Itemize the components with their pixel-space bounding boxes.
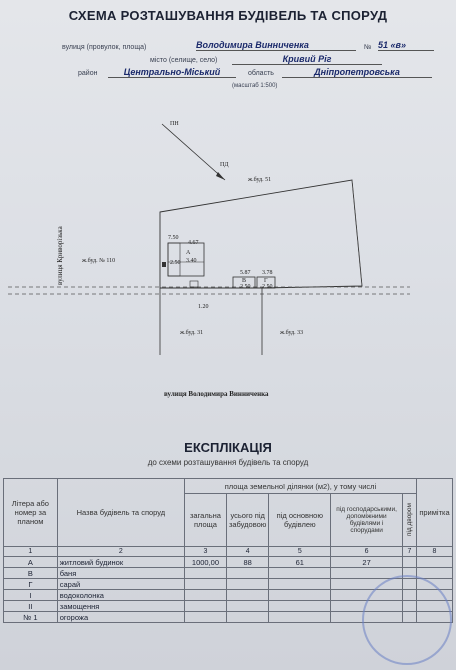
compass-line — [161, 123, 226, 181]
city-label: місто (селище, село) — [150, 57, 218, 64]
dim-label-3: 2.50 — [170, 260, 181, 266]
dim-label-1: 7.50 — [168, 235, 179, 241]
document-title: СХЕМА РОЗТАШУВАННЯ БУДІВЕЛЬ ТА СПОРУД — [68, 8, 388, 23]
row-letter: № 1 — [3, 611, 58, 623]
paving-marker — [189, 280, 199, 288]
building-b — [232, 276, 256, 289]
region-value: Дніпропетровська — [282, 67, 432, 78]
col-number: 3 — [184, 546, 227, 557]
neighbor-top-label: ж.буд. 51 — [248, 177, 272, 183]
row-letter: В — [3, 567, 58, 579]
building-a-dim: 3.40 — [186, 258, 197, 264]
row-main: 61 — [268, 556, 332, 568]
table-row: А житловий будинок 1000,00 88 61 27 — [3, 556, 454, 568]
building-b-letter: В — [242, 278, 247, 284]
table-row: В баня — [3, 567, 454, 579]
plot-boundary — [159, 179, 363, 289]
col-name-header: Назва будівель та споруд — [56, 478, 186, 547]
col-number: 2 — [56, 546, 186, 557]
dim-label-6: 1.20 — [198, 304, 209, 310]
building-g — [256, 276, 276, 289]
neighbor-bottom-right-label: ж.буд. 33 — [280, 330, 304, 336]
number-label: № — [364, 44, 372, 51]
row-letter: А — [3, 556, 58, 568]
col-note-header: примітка — [415, 478, 454, 547]
row-built: 88 — [225, 556, 270, 568]
site-plan — [8, 123, 410, 355]
row-letter: II — [3, 600, 58, 612]
district-label: район — [78, 70, 98, 77]
col-built-header: усього під забудовою — [225, 493, 270, 547]
building-g-letter: Г — [264, 278, 268, 284]
col-main-header: під основною будівлею — [268, 493, 332, 547]
street-value: Володимира Винниченка — [196, 40, 356, 51]
row-name: водоколонка — [56, 589, 186, 601]
row-name: баня — [56, 567, 186, 579]
north-label: ПН — [170, 121, 179, 127]
compass-arrow-icon — [216, 172, 225, 180]
col-letter-header: Літера або номер за планом — [3, 478, 58, 547]
side-street-label: вулиця Криворізька — [56, 226, 64, 285]
col-number: 6 — [330, 546, 404, 557]
district-value: Центрально-Міський — [108, 67, 236, 78]
building-b-dim: 2.50 — [240, 284, 251, 290]
row-name: житловий будинок — [56, 556, 186, 568]
row-total: 1000,00 — [184, 556, 227, 568]
row-letter: I — [3, 589, 58, 601]
building-g-dim: 2.50 — [262, 284, 273, 290]
col-aux-header: під господарськими, допоміжними будівлям… — [330, 493, 404, 547]
col-yard-header: під двором — [405, 503, 413, 537]
col-number: 5 — [268, 546, 332, 557]
region-label: область — [248, 70, 274, 77]
water-column-marker — [162, 262, 166, 267]
explication-title: ЕКСПЛІКАЦІЯ — [184, 440, 272, 455]
row-name: сарай — [56, 578, 186, 590]
col-number: 7 — [402, 546, 417, 557]
scale-label: (масштаб 1:500) — [232, 83, 278, 89]
number-value: 51 «в» — [378, 40, 434, 51]
city-value: Кривий Ріг — [232, 54, 382, 65]
street-label: вулиця (провулок, площа) — [62, 44, 147, 51]
dim-label-5: 3.78 — [262, 270, 273, 276]
official-stamp — [362, 575, 452, 665]
neighbor-left-label: ж.буд. № 110 — [82, 258, 116, 264]
south-label: ПД — [220, 162, 229, 168]
dim-label-4: 5.87 — [240, 270, 251, 276]
col-area-group-header: площа земельної ділянки (м2), у тому чис… — [184, 478, 417, 494]
building-a-letter: А — [186, 250, 191, 256]
explication-subtitle: до схеми розташування будівель та споруд — [147, 458, 309, 467]
col-number: 1 — [3, 546, 58, 557]
col-total-header: загальна площа — [184, 493, 227, 547]
bottom-street-label: вулиця Володимира Винниченка — [164, 390, 269, 398]
row-aux: 27 — [330, 556, 404, 568]
col-number: 4 — [225, 546, 270, 557]
dim-label-2: 4.67 — [188, 240, 199, 246]
row-name: замощення — [56, 600, 186, 612]
building-a-annex — [167, 242, 181, 277]
row-name: огорожа — [56, 611, 186, 623]
col-number: 8 — [415, 546, 454, 557]
row-letter: Г — [3, 578, 58, 590]
neighbor-bottom-left-label: ж.буд. 31 — [180, 330, 204, 336]
